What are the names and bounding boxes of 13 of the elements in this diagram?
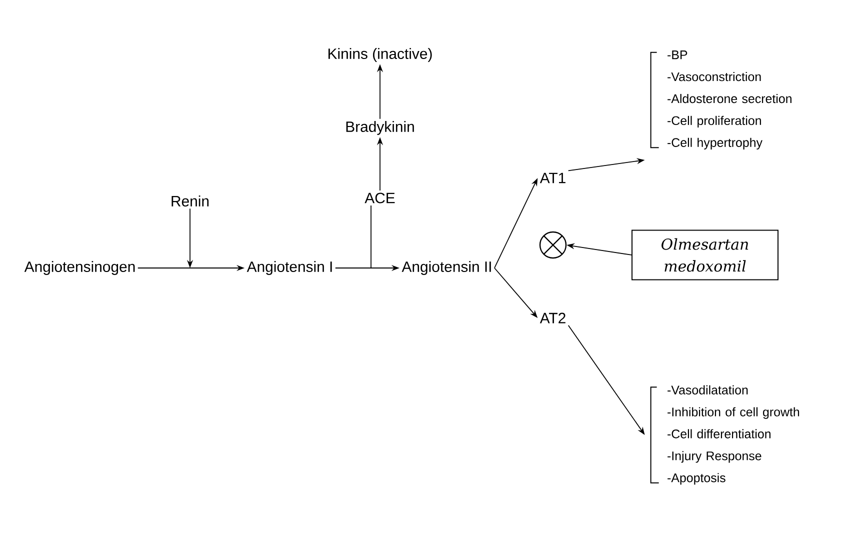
label-text: ACE [364,192,395,204]
label-text: AT1 [540,172,566,184]
drug-box: Olmesartan medoxomil [632,230,778,280]
effects-bracket: -BP -Vasoconstriction -Aldosterone secretion -Cell proliferation -Cell hypertrophy [650,50,792,150]
label-text: AT2 [540,312,566,324]
blocked-circle [539,231,567,259]
label-text: Renin [172,196,209,206]
label-text: Angiotensin I [246,261,332,275]
label-text: Kinins (inactive) [328,48,432,62]
label-text: Angiotensinogen [24,261,135,275]
label-text: Angiotensin II [402,261,491,275]
label-text: Bradykinin [346,121,414,135]
effects-bracket: -Vasodilatation -Inhibition of cell growth -Cell differentiation -Injury Response -Apoptosis [650,385,800,485]
